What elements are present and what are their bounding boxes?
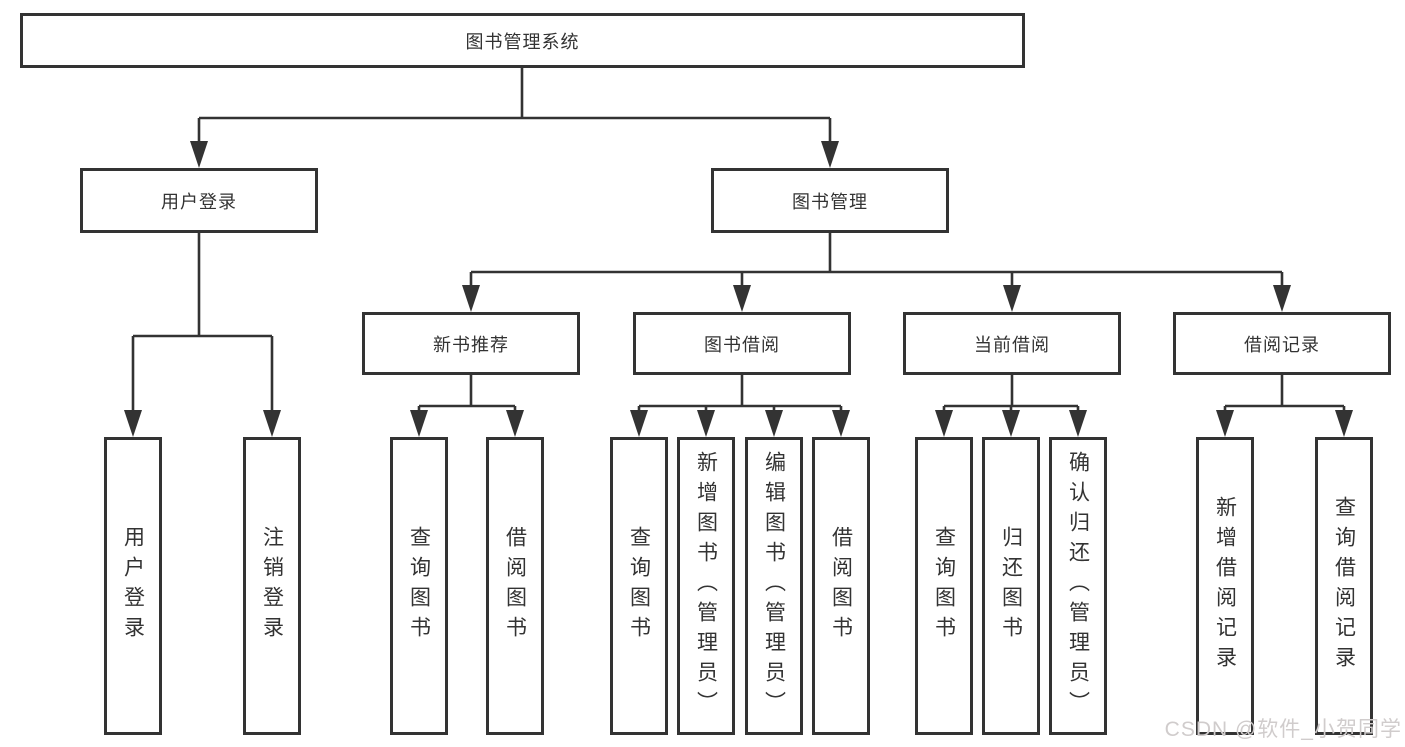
leaf-edit-book-admin: 编辑图书（管理员）	[745, 437, 803, 735]
node-current-borrow: 当前借阅	[903, 312, 1121, 375]
leaf-return-books-label: 归还图书	[999, 526, 1023, 646]
node-borrow-records: 借阅记录	[1173, 312, 1391, 375]
leaf-query-books-current-label: 查询图书	[932, 526, 956, 646]
leaf-borrow-books-recommend-label: 借阅图书	[503, 526, 527, 646]
leaf-add-book-admin-label: 新增图书（管理员）	[694, 451, 718, 721]
leaf-logout: 注销登录	[243, 437, 301, 735]
leaf-edit-book-admin-label: 编辑图书（管理员）	[762, 451, 786, 721]
leaf-add-borrow-record-label: 新增借阅记录	[1213, 496, 1237, 676]
leaf-user-login: 用户登录	[104, 437, 162, 735]
node-library-management-system: 图书管理系统	[20, 13, 1025, 68]
leaf-query-books-borrow-label: 查询图书	[627, 526, 651, 646]
leaf-borrow-books-recommend: 借阅图书	[486, 437, 544, 735]
connector-path	[131, 68, 1346, 412]
leaf-query-borrow-record: 查询借阅记录	[1315, 437, 1373, 735]
leaf-query-books-recommend-label: 查询图书	[407, 526, 431, 646]
leaf-query-books-recommend: 查询图书	[390, 437, 448, 735]
node-book-management: 图书管理	[711, 168, 949, 233]
csdn-watermark: CSDN @软件_小贺同学	[1164, 718, 1402, 741]
leaf-user-login-label: 用户登录	[121, 526, 145, 646]
leaf-add-borrow-record: 新增借阅记录	[1196, 437, 1254, 735]
leaf-return-books: 归还图书	[982, 437, 1040, 735]
leaf-query-books-current: 查询图书	[915, 437, 973, 735]
leaf-confirm-return-admin-label: 确认归还（管理员）	[1066, 451, 1090, 721]
leaf-add-book-admin: 新增图书（管理员）	[677, 437, 735, 735]
leaf-confirm-return-admin: 确认归还（管理员）	[1049, 437, 1107, 735]
leaf-query-books-borrow: 查询图书	[610, 437, 668, 735]
leaf-logout-label: 注销登录	[260, 526, 284, 646]
node-user-login: 用户登录	[80, 168, 318, 233]
node-book-borrow: 图书借阅	[633, 312, 851, 375]
leaf-borrow-books-label: 借阅图书	[829, 526, 853, 646]
leaf-query-borrow-record-label: 查询借阅记录	[1332, 496, 1356, 676]
arrowhead-icons	[124, 141, 1353, 437]
node-new-book-recommend: 新书推荐	[362, 312, 580, 375]
leaf-borrow-books: 借阅图书	[812, 437, 870, 735]
